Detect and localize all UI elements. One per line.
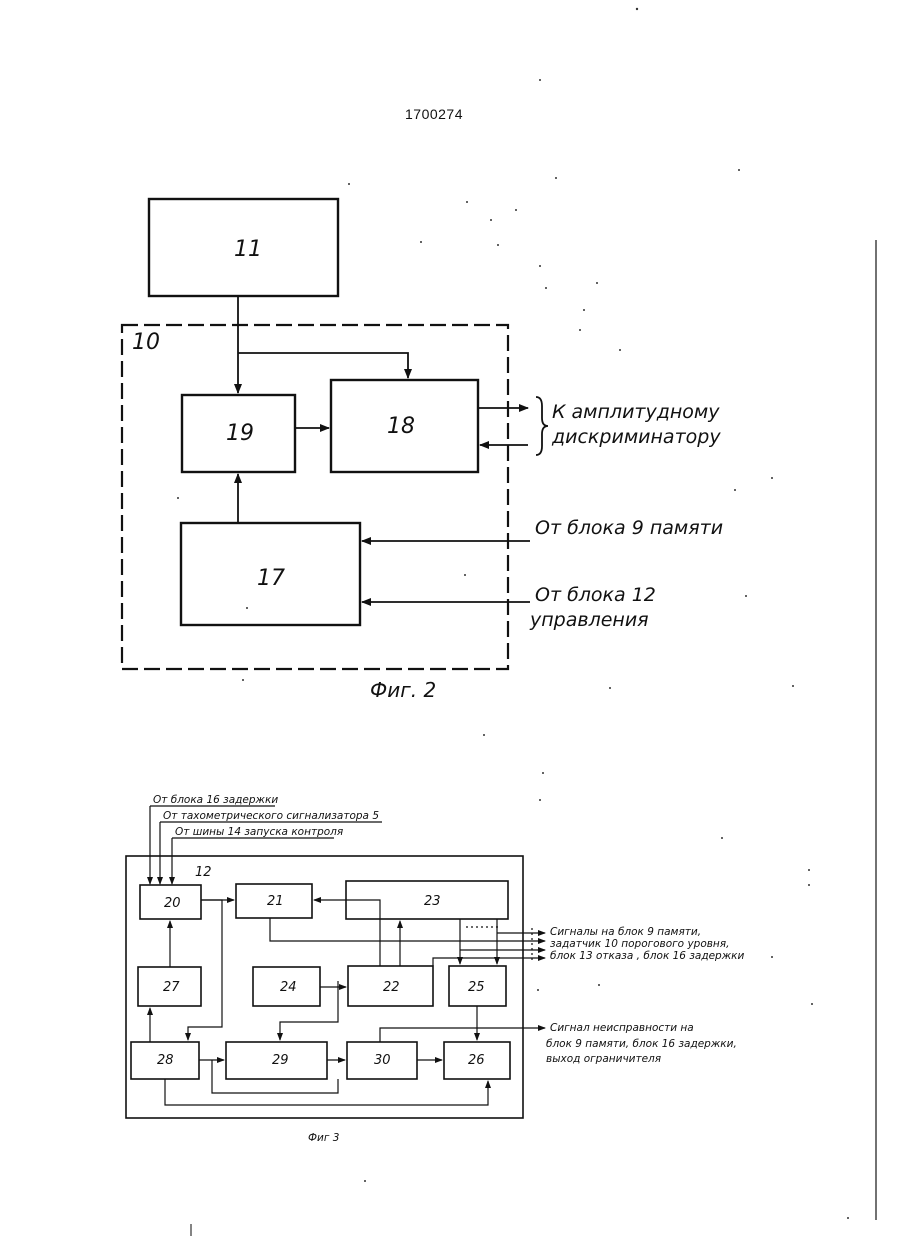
- block-28-label: 28: [157, 1053, 174, 1068]
- block-12-label: 12: [195, 865, 212, 880]
- block-17-label: 17: [257, 566, 285, 591]
- fault-line1: Сигнал неисправности на: [550, 1022, 694, 1034]
- brace: [536, 397, 548, 455]
- fig2-caption: Фиг. 2: [370, 678, 436, 702]
- fault-line3: выход ограничителя: [546, 1053, 661, 1065]
- block-19-label: 19: [226, 421, 254, 446]
- fault-line2: блок 9 памяти, блок 16 задержки,: [546, 1038, 737, 1050]
- input-delay-label: От блока 16 задержки: [153, 794, 278, 806]
- block-21-label: 21: [267, 894, 284, 909]
- block-11-label: 11: [234, 237, 262, 262]
- wire-30-to-fault: [380, 1028, 545, 1042]
- block-10-label: 10: [132, 330, 160, 355]
- block-23-label: 23: [424, 894, 441, 909]
- block-22-label: 22: [383, 980, 400, 995]
- wire-22-to-signals: [433, 958, 545, 966]
- input-bus-label: От шины 14 запуска контроля: [175, 826, 343, 838]
- to-amp-line1: К амплитудному: [552, 401, 720, 423]
- wire-20-to-28: [188, 900, 222, 1040]
- wire-21-to-bus: [270, 918, 505, 941]
- block-30-label: 30: [374, 1053, 391, 1068]
- block-25-label: 25: [468, 980, 485, 995]
- signals-line3: блок 13 отказа , блок 16 задержки: [550, 950, 745, 962]
- scan-artifacts: [177, 8, 876, 1236]
- figure-3: От блока 16 задержки От тахометрического…: [126, 794, 745, 1144]
- from-memory-label: От блока 9 памяти: [535, 517, 723, 539]
- block-24-label: 24: [280, 980, 297, 995]
- block-20-label: 20: [164, 896, 181, 911]
- from-control-line2: управления: [529, 609, 649, 631]
- signals-line2: задатчик 10 порогового уровня,: [550, 938, 729, 950]
- signals-line1: Сигналы на блок 9 памяти,: [550, 926, 701, 938]
- block-29-label: 29: [272, 1053, 289, 1068]
- input-tacho-label: От тахометрического сигнализатора 5: [163, 810, 379, 822]
- from-control-line1: От блока 12: [535, 584, 656, 606]
- block-18-label: 18: [387, 414, 415, 439]
- block-26-label: 26: [468, 1053, 485, 1068]
- fig3-caption: Фиг 3: [308, 1132, 339, 1144]
- block-27-label: 27: [163, 980, 180, 995]
- wire-11-to-18: [238, 353, 408, 378]
- figure-2: 10 11 19 18 17 К амплитудному дискримина…: [122, 199, 723, 702]
- wire-loop-2: [165, 1079, 488, 1105]
- to-amp-line2: дискриминатору: [551, 426, 721, 448]
- wire-22-to-21: [314, 900, 380, 966]
